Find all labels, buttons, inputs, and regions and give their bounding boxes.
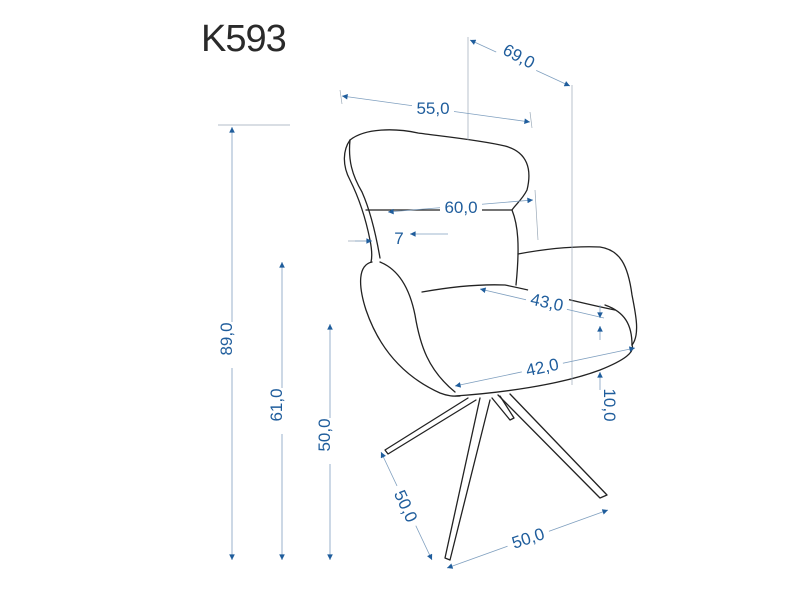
backrest-inner-edge: [348, 139, 381, 259]
backrest: [349, 129, 530, 286]
chair-outline: [343, 129, 638, 397]
extension-lines: [218, 37, 573, 385]
dim-seat-depth: 43,0: [529, 290, 565, 315]
dim-back-inner-width: 60,0: [444, 198, 477, 217]
left-armrest: [360, 261, 461, 397]
dim-arm-height-above-seat: 10,0: [600, 388, 619, 421]
swivel-base: [384, 393, 608, 561]
dimension-lines: [229, 39, 636, 569]
seat-back-line: [421, 284, 616, 311]
dim-back-width: 55,0: [416, 99, 449, 118]
product-code: K593: [201, 18, 287, 60]
left-armrest-inner: [379, 261, 456, 393]
dim-back-thickness: 7: [394, 229, 403, 248]
dim-arm-height: 61,0: [267, 388, 286, 421]
dim-seat-height: 50,0: [315, 418, 334, 451]
seat-right-edge: [604, 304, 633, 346]
dim-base-width: 50,0: [509, 524, 546, 552]
right-armrest: [517, 246, 638, 346]
dim-total-height: 89,0: [217, 322, 236, 355]
backrest-side: [343, 139, 373, 263]
